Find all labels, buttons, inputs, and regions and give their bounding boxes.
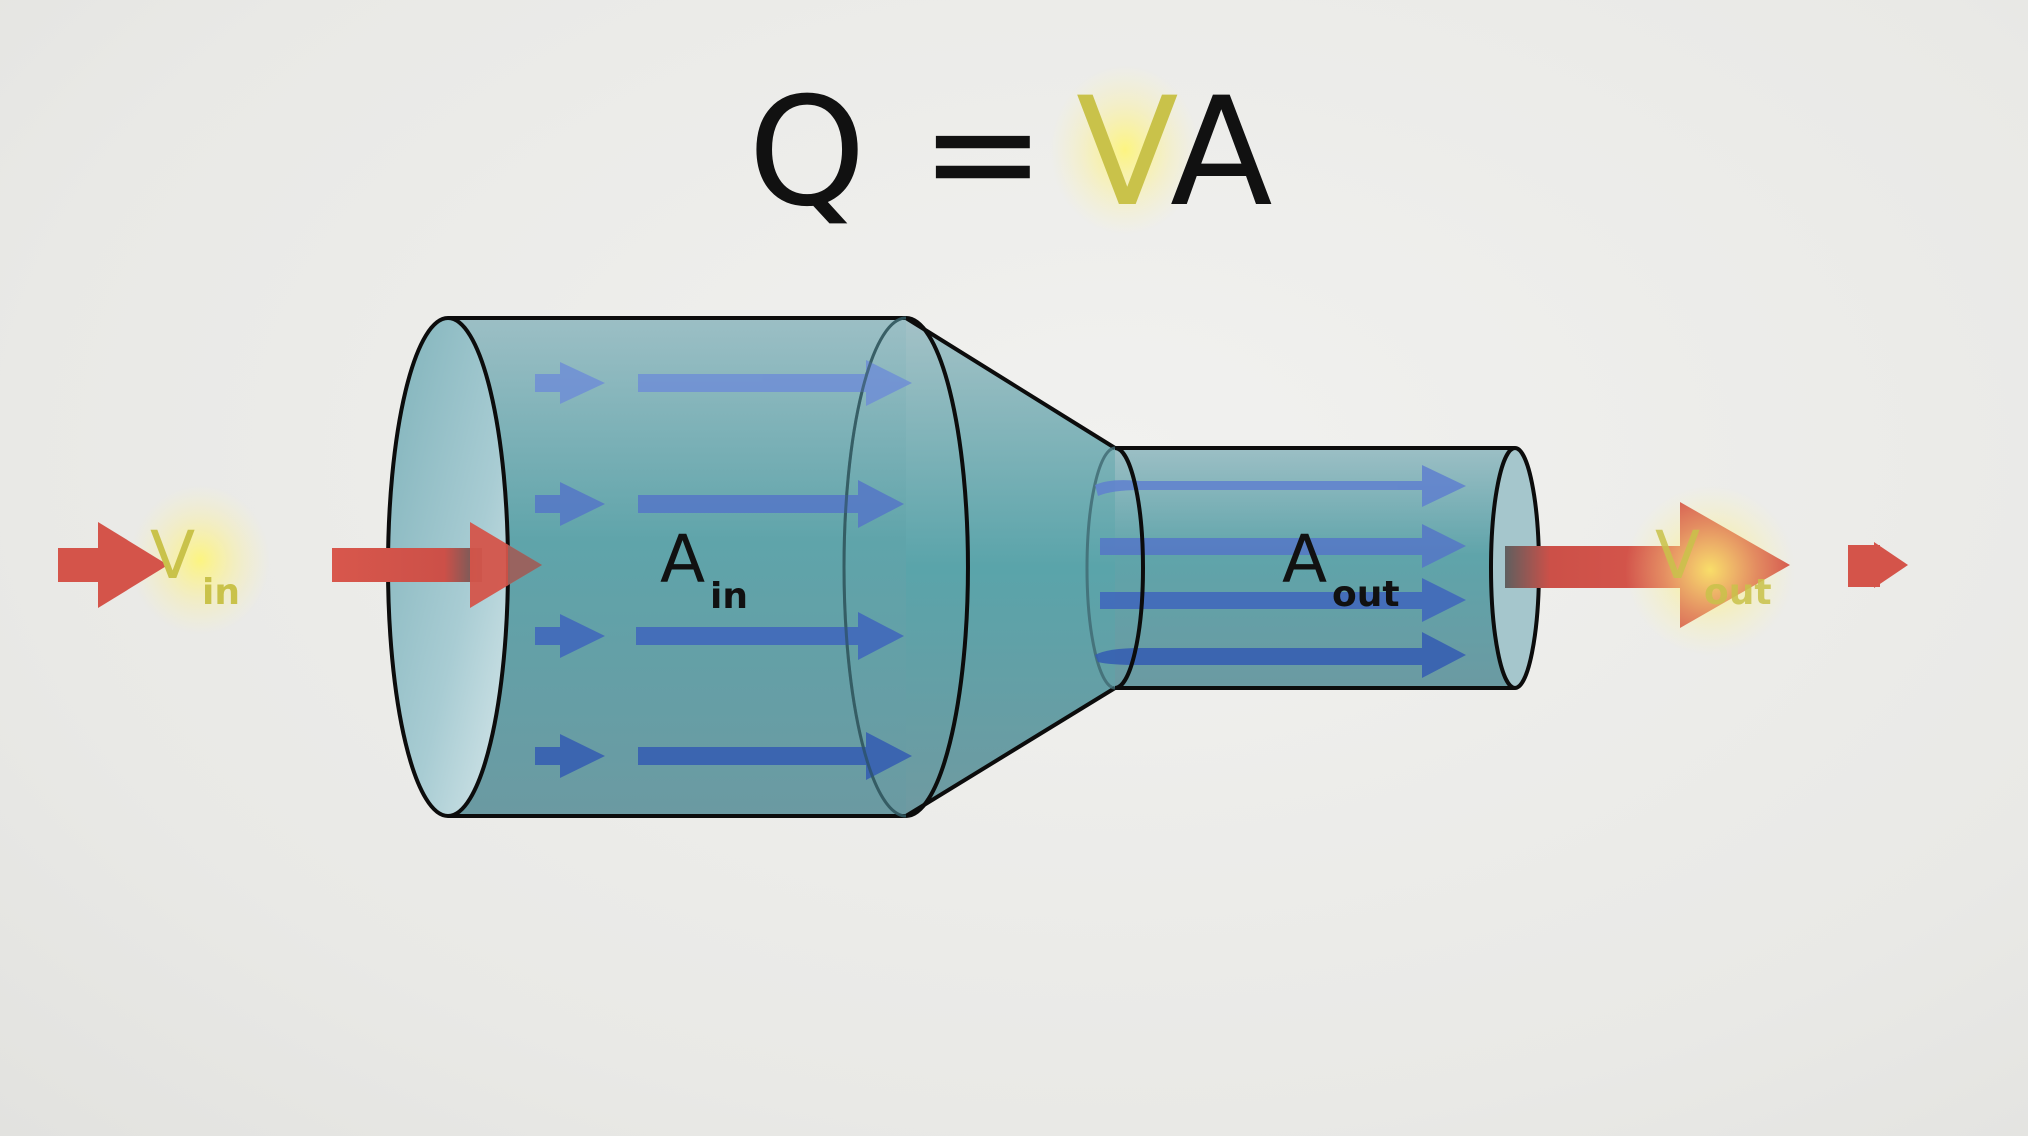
inlet-small-arrow xyxy=(58,522,168,608)
equation: Q = V A xyxy=(748,66,1273,240)
velocity-in-main: V xyxy=(150,517,195,594)
area-in-main: A xyxy=(660,521,705,598)
equation-area: A xyxy=(1170,66,1273,240)
inlet-velocity-arrow xyxy=(332,522,542,608)
velocity-out-sub: out xyxy=(1704,572,1772,613)
area-out-sub: out xyxy=(1332,574,1400,615)
area-in-sub: in xyxy=(710,576,748,617)
velocity-out-main: V xyxy=(1655,517,1700,594)
equation-lhs: Q xyxy=(748,66,866,240)
outlet-small-arrow xyxy=(1848,542,1908,588)
velocity-in-sub: in xyxy=(202,572,240,613)
area-out-main: A xyxy=(1282,521,1327,598)
area-out-label: A out xyxy=(1282,521,1400,615)
flow-arrows-small xyxy=(1095,465,1466,678)
velocity-out-glow xyxy=(1625,485,1795,655)
velocity-out-label: V out xyxy=(1655,517,1772,613)
velocity-in-label: V in xyxy=(150,517,240,613)
equation-equals: = xyxy=(920,66,1046,240)
equation-v-glow xyxy=(1050,65,1200,235)
flow-arrows-large xyxy=(535,360,912,780)
equation-velocity: V xyxy=(1076,66,1179,240)
reducer-cone xyxy=(906,318,1115,816)
area-in-label: A in xyxy=(660,521,748,617)
velocity-in-glow xyxy=(130,485,270,635)
